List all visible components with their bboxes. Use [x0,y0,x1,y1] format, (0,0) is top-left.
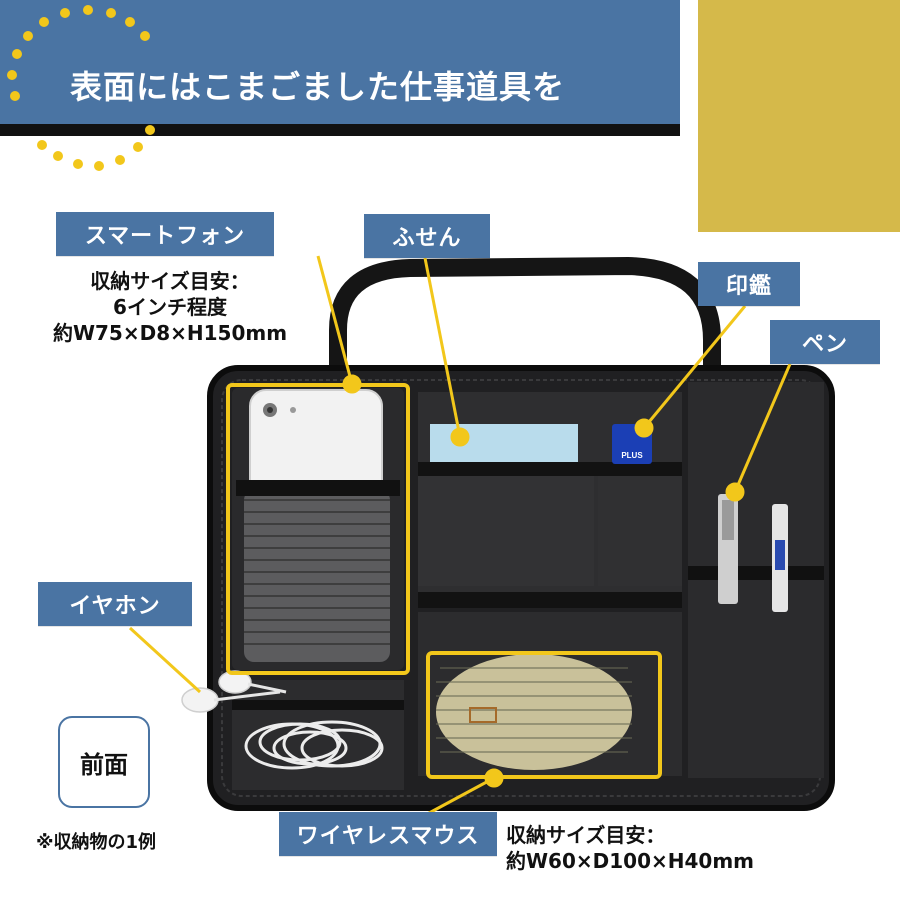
smartphone-size-note: 収納サイズ目安： 6インチ程度 約W75×D8×H150mm [36,268,304,346]
label-seal: 印鑑 [698,262,800,306]
sticky-notes [430,424,578,466]
earphones [181,670,252,713]
label-sticky-notes: ふせん [364,214,490,258]
front-side-badge: 前面 [58,716,150,808]
footnote: ※収納物の1例 [36,832,157,853]
stamp-brand: PLUS [621,451,643,460]
page-title: 表面にはこまごました仕事道具を [70,68,566,106]
header-banner [0,0,680,124]
label-pen: ペン [770,320,880,364]
smartphone-size-line2: 6インチ程度 [113,295,227,319]
gold-color-block [698,0,900,232]
organizer-handle [329,256,721,390]
earphone-cable [244,720,384,770]
mouse-size-line1: 収納サイズ目安： [506,823,666,847]
phone-mesh-pocket [244,490,390,662]
mouse-size-line2: 約W60×D100×H40mm [506,849,755,873]
phone-highlight-frame [226,383,410,675]
smartphone-size-line1: 収納サイズ目安： [90,269,250,293]
label-wireless-mouse: ワイヤレスマウス [279,812,497,856]
mouse-size-note: 収納サイズ目安： 約W60×D100×H40mm [506,822,806,874]
label-smartphone: スマートフォン [56,212,274,256]
header-underline [0,124,680,136]
wireless-mouse [436,654,632,770]
dotted-circle-decoration [7,5,155,171]
mouse-highlight-frame [426,651,662,779]
label-earphones: イヤホン [38,582,192,626]
smartphone-size-line3: 約W75×D8×H150mm [52,321,288,345]
